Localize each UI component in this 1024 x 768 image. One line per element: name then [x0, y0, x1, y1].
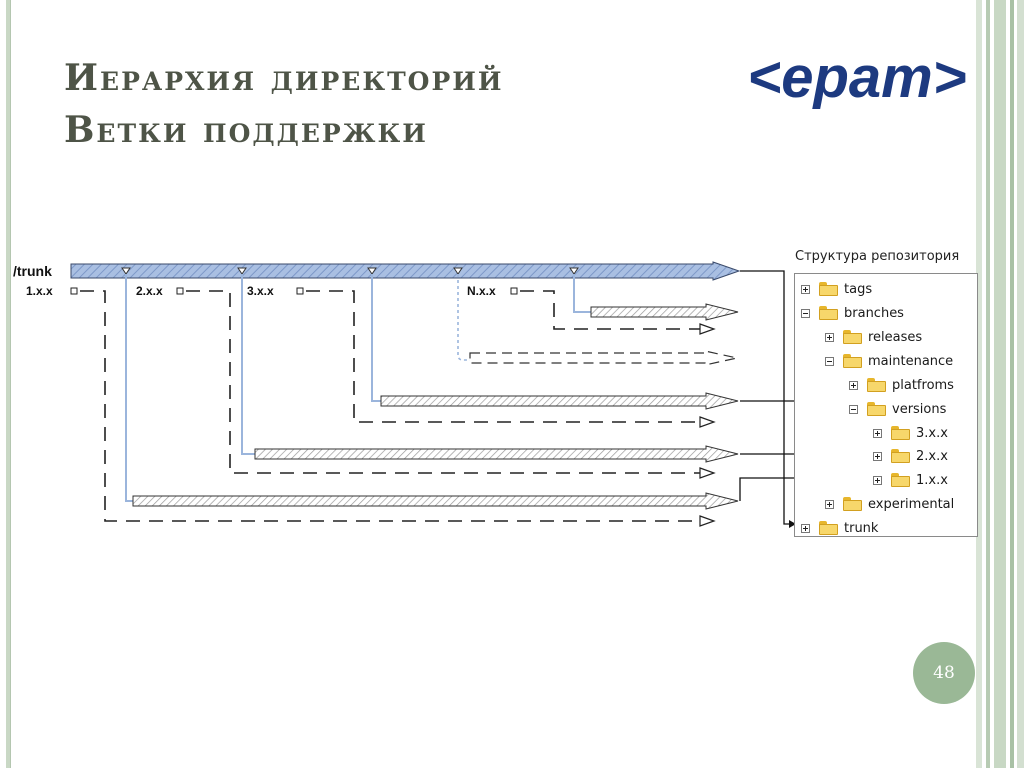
branch-arrow-3xx [380, 392, 739, 410]
expand-icon[interactable] [873, 428, 882, 438]
branch-arrow-2xx [254, 445, 739, 463]
expand-icon[interactable] [873, 475, 882, 485]
trunk-arrow [70, 261, 741, 281]
tree-item-experimental[interactable]: experimental [825, 494, 954, 514]
branch-arrows [132, 303, 739, 510]
tree-item-label: branches [844, 305, 904, 321]
folder-icon [819, 282, 838, 296]
branch-connectors [125, 274, 591, 502]
tag-label-1xx: 1.x.x [26, 284, 53, 298]
tag-label-3xx: 3.x.x [247, 284, 274, 298]
tree-item-3-x-x[interactable]: 3.x.x [873, 423, 948, 443]
repo-tree: tags branches releases maintenance platfroms… [794, 273, 978, 537]
tree-item-versions[interactable]: versions [849, 399, 946, 419]
tree-item-label: versions [892, 401, 947, 417]
folder-icon [867, 378, 886, 392]
experimental-branch-line [457, 274, 470, 361]
collapse-icon[interactable] [825, 356, 834, 366]
slide-title: Иерархия директорий Ветки поддержки [64, 52, 504, 156]
tree-item-label: 1.x.x [916, 472, 948, 488]
folder-icon [843, 354, 862, 368]
expand-icon[interactable] [825, 332, 834, 342]
folder-icon [891, 473, 910, 487]
folder-icon [891, 426, 910, 440]
dashed-branch-lines [80, 290, 700, 522]
tree-item-releases[interactable]: releases [825, 327, 922, 347]
slide-title-line-1: Иерархия директорий [64, 57, 504, 99]
slide-frame-right [976, 0, 1024, 768]
tree-item-label: trunk [844, 520, 879, 536]
tree-item-1-x-x[interactable]: 1.x.x [873, 470, 948, 490]
slide-title-line-2: Ветки поддержки [64, 109, 428, 151]
collapse-icon[interactable] [849, 404, 858, 414]
tree-item-label: experimental [868, 496, 955, 512]
tree-item-trunk[interactable]: trunk [801, 518, 878, 538]
tree-item-platfroms[interactable]: platfroms [849, 375, 954, 395]
expand-icon[interactable] [801, 523, 810, 533]
tree-item-label: releases [868, 329, 923, 345]
folder-icon [867, 402, 886, 416]
expand-icon[interactable] [849, 380, 858, 390]
epam-logo-text: <epam> [747, 48, 966, 110]
trunk-label: /trunk [13, 263, 52, 279]
folder-icon [843, 497, 862, 511]
folder-icon [843, 330, 862, 344]
branch-arrow-1xx [132, 492, 739, 510]
tag-label-nxx: N.x.x [467, 284, 496, 298]
expand-icon[interactable] [825, 499, 834, 509]
folder-icon [819, 521, 838, 535]
tree-item-label: 2.x.x [916, 448, 948, 464]
tree-item-label: tags [844, 281, 873, 297]
tree-item-tags[interactable]: tags [801, 279, 872, 299]
repo-tree-title: Структура репозитория [795, 249, 960, 264]
collapse-icon[interactable] [801, 308, 810, 318]
tree-item-2-x-x[interactable]: 2.x.x [873, 446, 948, 466]
folder-icon [819, 306, 838, 320]
tag-label-2xx: 2.x.x [136, 284, 163, 298]
trunk-tag-markers [121, 267, 579, 275]
page-number-badge: 48 [913, 642, 975, 704]
tree-item-branches[interactable]: branches [801, 303, 904, 323]
experimental-branch-arrow [469, 350, 738, 366]
expand-icon[interactable] [873, 451, 882, 461]
expand-icon[interactable] [801, 284, 810, 294]
tree-item-label: 3.x.x [916, 425, 948, 441]
tree-item-maintenance[interactable]: maintenance [825, 351, 953, 371]
dashed-arrowheads [699, 323, 716, 527]
tree-item-label: maintenance [868, 353, 954, 369]
epam-logo: <epam> [747, 48, 966, 110]
tree-item-label: platfroms [892, 377, 954, 393]
tag-squares [70, 287, 518, 295]
slide-frame-left [6, 0, 11, 768]
branch-arrow-nxx [590, 303, 739, 321]
folder-icon [891, 449, 910, 463]
